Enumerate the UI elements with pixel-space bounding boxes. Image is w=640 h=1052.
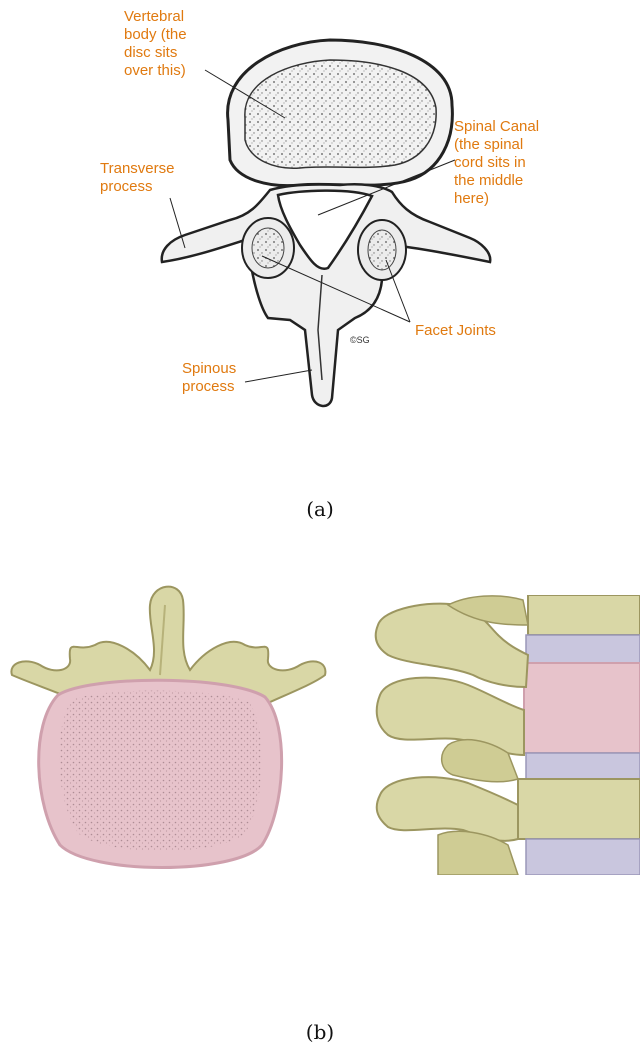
disc-highlighted [524,663,640,753]
caption-a: (a) [0,497,640,521]
label-facet-joints: Facet Joints [415,322,496,340]
artist-signature: ©SG [350,335,370,345]
label-spinal-canal: Spinal Canal (the spinal cord sits in th… [454,118,539,208]
label-spinous-process: Spinous process [182,360,236,396]
label-transverse-process: Transverse process [100,160,174,196]
disc-lateral-bottom [526,753,640,779]
disc-lateral-top [526,635,640,663]
vertebra-line-drawing [0,0,640,430]
label-vertebral-body: Vertebral body (the disc sits over this) [124,8,187,80]
vertebra-superior-view [0,575,340,895]
spine-lateral-view [368,595,640,875]
caption-b: (b) [0,1020,640,1044]
